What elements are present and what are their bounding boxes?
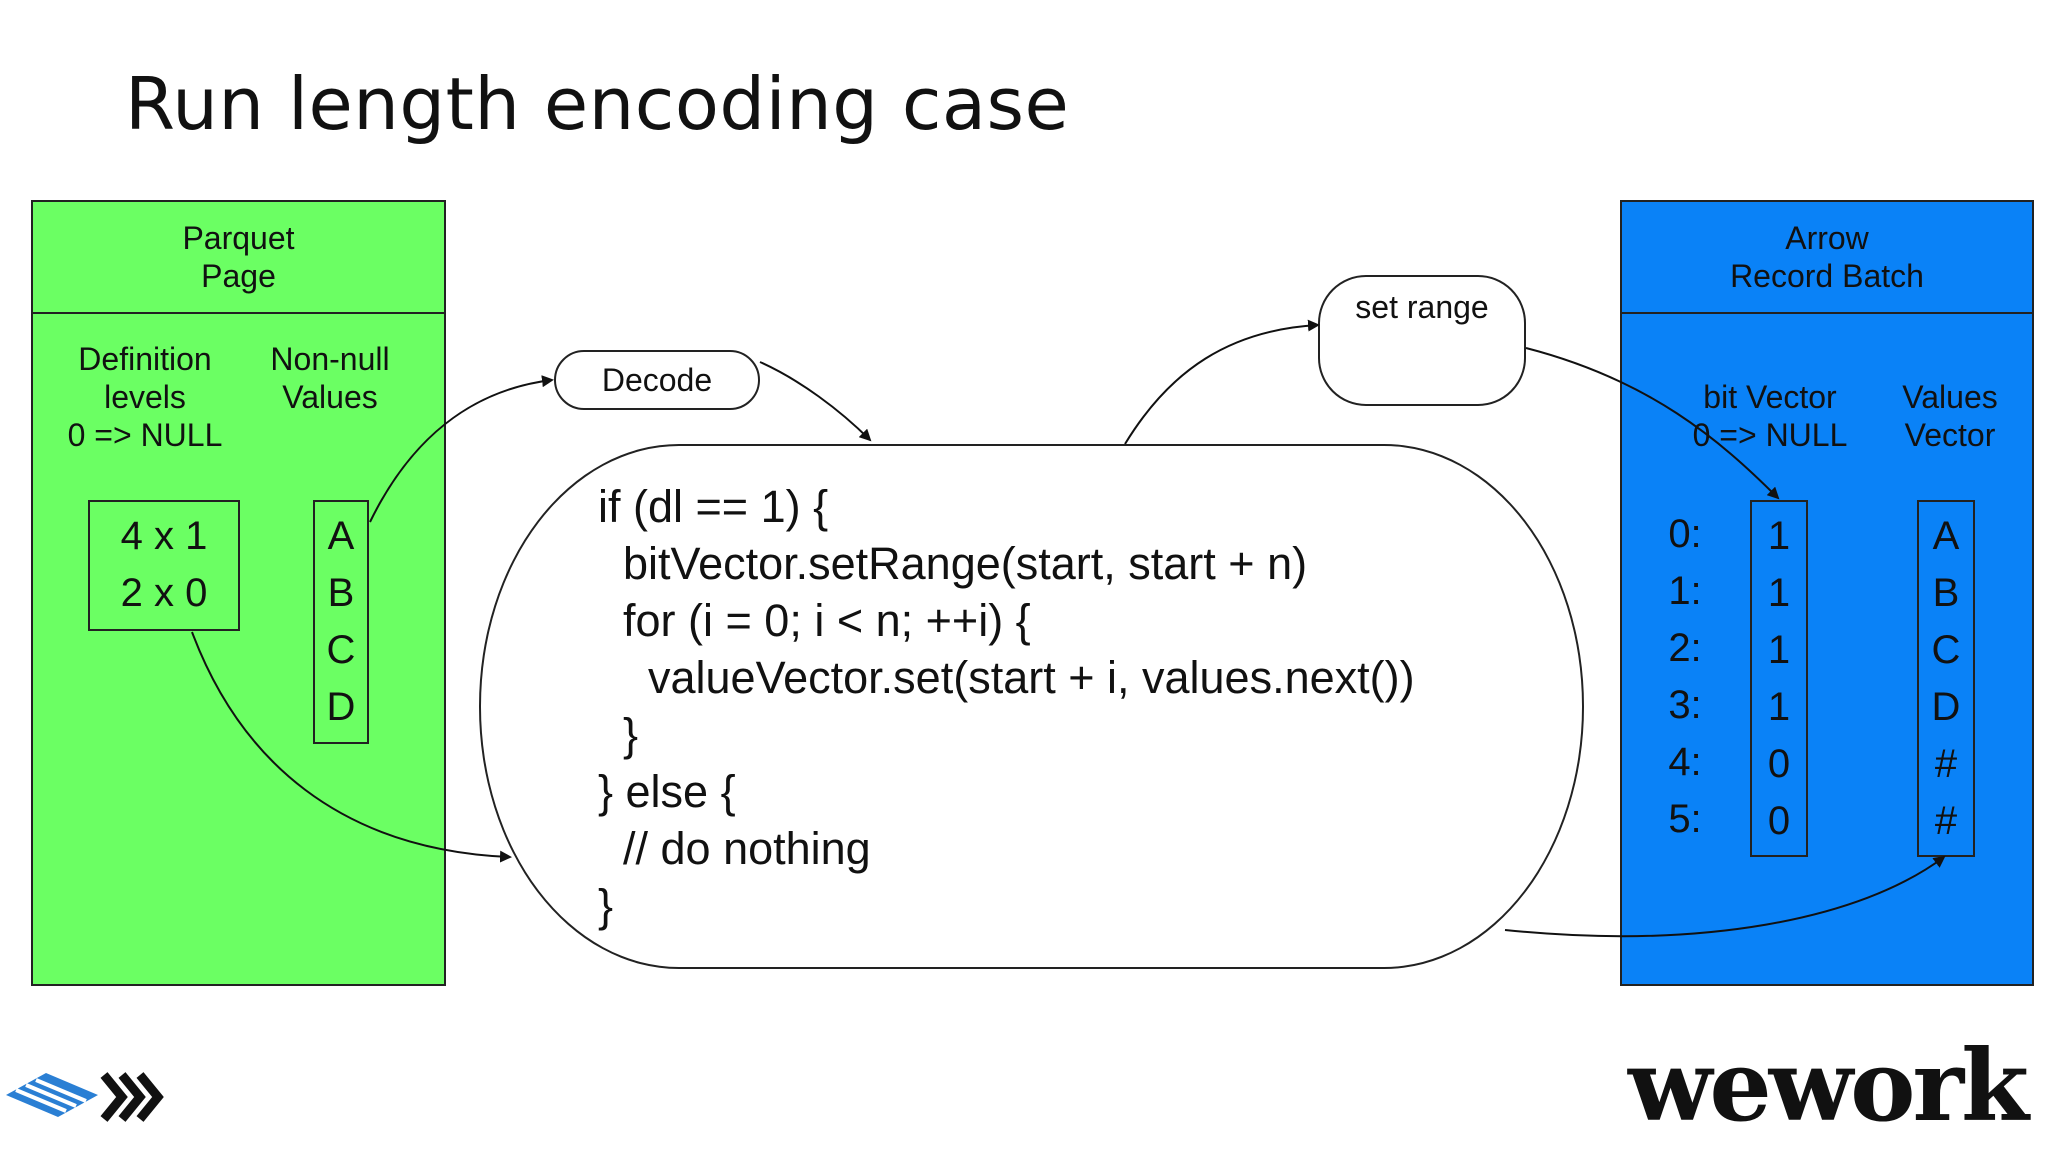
code-line: } (598, 709, 639, 760)
decode-step: Decode (554, 350, 760, 410)
arrow-record-batch-header: Arrow Record Batch (1622, 202, 2032, 314)
row-index: 2: (1668, 626, 1702, 670)
row-index: 4: (1668, 740, 1702, 784)
vector-value: C (1931, 628, 1961, 672)
bit-value: 1 (1767, 628, 1791, 672)
definition-levels-label: Definition levels 0 => NULL (67, 341, 223, 453)
definition-level-run: 4 x 1 (120, 514, 208, 558)
wework-logo: wework (1628, 1029, 2029, 1144)
bit-value: 0 (1767, 742, 1791, 786)
vector-value: # (1934, 799, 1958, 843)
set-range-step-label: set range (1355, 289, 1489, 325)
non-null-values-label: Non-null Values (270, 341, 390, 415)
non-null-value: A (327, 514, 355, 558)
values-vector-label: Values Vector (1902, 379, 1998, 453)
company-chevron-logo (6, 1072, 164, 1122)
code-line: valueVector.set(start + i, values.next()… (598, 652, 1415, 703)
definition-level-run: 2 x 0 (120, 571, 208, 615)
slide-title: Run length encoding case (125, 62, 1070, 146)
bit-vector-box: 1 1 1 1 0 0 (1750, 500, 1808, 857)
row-index-column: 0: 1: 2: 3: 4: 5: (1655, 506, 1715, 848)
bit-value: 0 (1767, 799, 1791, 843)
definition-levels-box: 4 x 1 2 x 0 (88, 500, 240, 631)
row-index: 5: (1668, 797, 1702, 841)
arrow-levels-to-code (191, 631, 512, 863)
row-index: 0: (1668, 512, 1702, 556)
non-null-value: D (326, 685, 356, 729)
row-index: 1: (1668, 569, 1702, 613)
code-line: bitVector.setRange(start, start + n) (598, 538, 1308, 589)
arrow-set-range-to-bits (1525, 347, 1780, 500)
vector-value: A (1932, 514, 1960, 558)
set-range-step: set range (1318, 275, 1526, 406)
code-line: // do nothing (598, 823, 871, 874)
bit-value: 1 (1767, 571, 1791, 615)
non-null-value: C (326, 628, 356, 672)
arrow-decode-to-code (759, 361, 872, 442)
code-line: } (598, 880, 614, 931)
vector-value: # (1934, 742, 1958, 786)
arrow-code-to-set-range (1124, 319, 1320, 445)
decode-code-block: if (dl == 1) { bitVector.setRange(start,… (598, 478, 1415, 934)
row-index: 3: (1668, 683, 1702, 727)
code-line: if (dl == 1) { (598, 481, 829, 532)
decode-step-label: Decode (601, 361, 713, 398)
bit-value: 1 (1767, 514, 1791, 558)
code-line: } else { (598, 766, 736, 817)
bit-vector-label: bit Vector 0 => NULL (1692, 379, 1848, 453)
decode-logic-bubble (479, 444, 1584, 969)
parquet-page-header: Parquet Page (33, 202, 444, 314)
arrow-values-to-decode (369, 375, 554, 523)
code-line: for (i = 0; i < n; ++i) { (598, 595, 1031, 646)
non-null-value: B (327, 571, 355, 615)
vector-value: D (1931, 685, 1961, 729)
bit-value: 1 (1767, 685, 1791, 729)
arrow-code-to-values-vector (1504, 855, 1946, 938)
vector-value: B (1932, 571, 1960, 615)
